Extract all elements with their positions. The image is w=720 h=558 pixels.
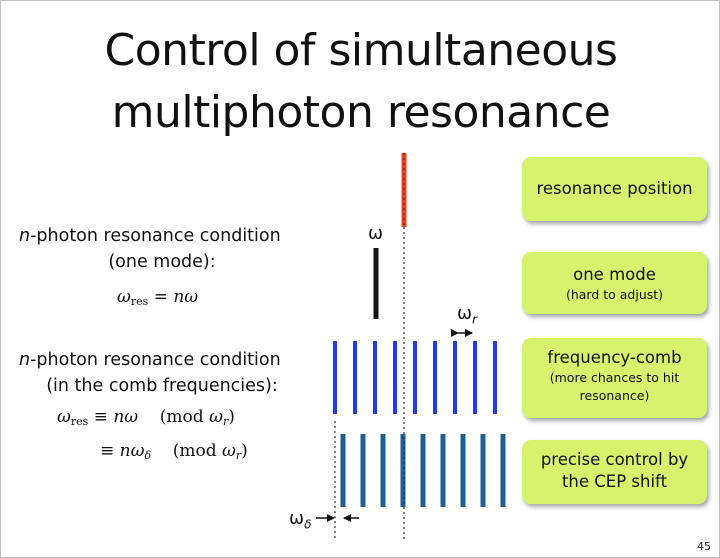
cep-control-line-1: precise control by — [540, 450, 689, 469]
one-mode-condition-line-2: (one mode): — [108, 252, 216, 272]
frequency-comb-sublabel-1: (more chances to hit — [549, 370, 680, 385]
omega-label: ω — [368, 223, 384, 244]
resonance-position-box: resonance position — [522, 157, 707, 221]
one-mode-condition-line-1: n-photon resonance condition — [19, 226, 281, 246]
one-mode-equation: ωres = nω — [117, 287, 199, 308]
cep-control-box: precise control by the CEP shift — [522, 440, 707, 504]
shifted-comb — [340, 434, 506, 507]
comb-condition-line-1: n-photon resonance condition — [19, 350, 281, 370]
one-mode-sublabel: (hard to adjust) — [565, 287, 664, 302]
slide-title-line-1: Control of simultaneous — [104, 25, 618, 76]
comb-equation-1: ωres ≡ nω (mod ωr) — [57, 407, 235, 428]
frequency-comb — [333, 341, 497, 414]
condition-text: -photon resonance condition — [30, 350, 281, 370]
condition-text: -photon resonance condition — [30, 226, 281, 246]
n-variable: n — [19, 350, 31, 370]
cep-control-line-2: the CEP shift — [561, 472, 668, 491]
omega-r-label: ωr — [457, 303, 478, 327]
n-variable: n — [19, 226, 31, 246]
frequency-comb-label: frequency-comb — [547, 348, 682, 367]
comb-condition-line-2: (in the comb frequencies): — [46, 376, 278, 396]
frequency-comb-sublabel-2: resonance) — [579, 388, 650, 403]
omega-delta-label: ωδ — [289, 508, 312, 532]
comb-equation-2: ≡ nωδ (mod ωr) — [100, 441, 248, 462]
slide-title-line-2: multiphoton resonance — [111, 87, 611, 138]
resonance-position-label: resonance position — [536, 179, 693, 198]
page-number: 45 — [697, 540, 711, 553]
one-mode-label: one mode — [573, 265, 656, 284]
one-mode-box: one mode (hard to adjust) — [522, 252, 707, 314]
frequency-comb-box: frequency-comb (more chances to hit reso… — [522, 338, 707, 418]
